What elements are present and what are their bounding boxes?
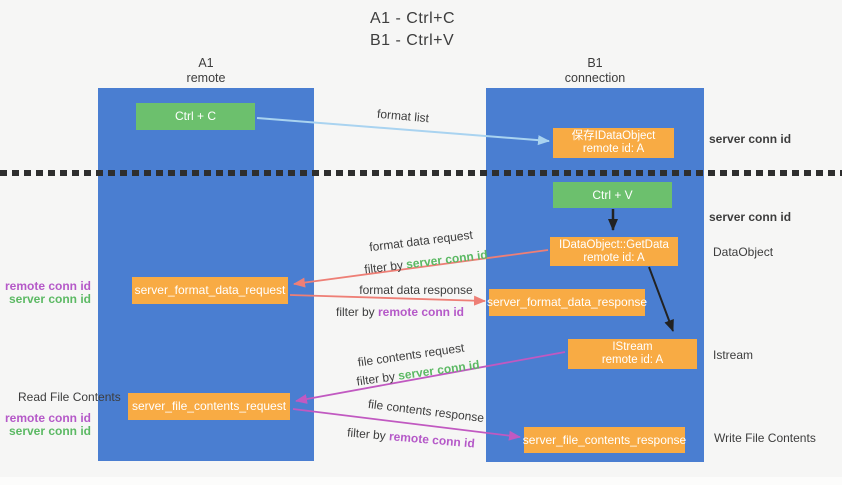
server-file-contents-request-label: server_file_contents_request	[131, 399, 287, 413]
istream-node: IStream remote id: A	[568, 339, 697, 369]
column-b-title: B1	[587, 56, 603, 70]
save-dataobject-line2: remote id: A	[582, 143, 645, 155]
server-conn-id-label: server conn id	[8, 292, 91, 306]
ctrl-v-node: Ctrl + V	[553, 182, 672, 208]
write-file-contents-label: Write File Contents	[714, 431, 816, 445]
format-conn-id-pair: remote conn id server conn id	[5, 280, 91, 306]
remote-conn-id-keyword: remote conn id	[378, 305, 465, 319]
format-data-response-filter-label: filter by remote conn id	[336, 305, 464, 319]
column-b-header: B1 connection	[565, 56, 625, 86]
format-list-label: format list	[376, 106, 430, 126]
column-a-header: A1 remote	[187, 56, 226, 86]
remote-conn-id-label: remote conn id	[4, 279, 91, 293]
file-contents-response-label: file contents response	[367, 396, 485, 426]
column-b-subtitle: connection	[564, 71, 626, 85]
istream-side-label: Istream	[713, 348, 754, 362]
filter-by-prefix: filter by	[346, 425, 390, 444]
server-format-data-request-node: server_format_data_request	[132, 277, 288, 304]
column-a-subtitle: remote	[186, 71, 226, 85]
remote-conn-id-label: remote conn id	[4, 411, 91, 425]
ctrl-c-label: Ctrl + C	[174, 109, 216, 123]
filter-by-prefix: filter by	[355, 368, 400, 389]
server-file-contents-request-node: server_file_contents_request	[128, 393, 290, 420]
ctrl-v-label: Ctrl + V	[592, 187, 633, 202]
server-conn-id-label: server conn id	[8, 424, 91, 438]
ctrl-c-node: Ctrl + C	[136, 103, 255, 130]
title-line-1: A1 - Ctrl+C	[370, 10, 456, 27]
server-conn-id-label-top-right: server conn id	[709, 132, 792, 146]
title-line-2: B1 - Ctrl+V	[370, 32, 455, 49]
save-dataobject-line1: 保存IDataObject	[571, 130, 656, 142]
server-conn-id-keyword: server conn id	[405, 247, 489, 272]
file-contents-response-filter-label: filter by remote conn id	[347, 425, 476, 450]
server-file-contents-response-node: server_file_contents_response	[522, 427, 687, 453]
server-conn-id-label-mid-right: server conn id	[709, 210, 792, 224]
getdata-line1: IDataObject::GetData	[559, 238, 669, 251]
filter-by-prefix: filter by	[363, 257, 407, 277]
read-file-contents-label: Read File Contents	[18, 390, 121, 404]
column-a-title: A1	[198, 56, 214, 70]
file-conn-id-pair: remote conn id server conn id	[5, 412, 91, 438]
server-file-contents-response-label: server_file_contents_response	[522, 432, 687, 447]
getdata-node: IDataObject::GetData remote id: A	[550, 237, 678, 266]
istream-line2: remote id: A	[601, 354, 664, 366]
diagram-title: A1 - Ctrl+C B1 - Ctrl+V	[370, 8, 455, 52]
dashed-separator	[0, 170, 842, 176]
server-format-data-response-node: server_format_data_response	[486, 289, 648, 316]
server-format-data-request-label: server_format_data_request	[134, 283, 286, 297]
dataobject-label: DataObject	[713, 245, 774, 259]
remote-conn-id-keyword: remote conn id	[388, 429, 476, 451]
server-format-data-response-label: server_format_data_response	[486, 295, 648, 309]
bottom-strip	[0, 477, 842, 485]
filter-by-prefix: filter by	[335, 305, 378, 319]
getdata-line2: remote id: A	[583, 251, 645, 264]
istream-line1: IStream	[612, 341, 653, 353]
save-dataobject-node: 保存IDataObject remote id: A	[553, 128, 674, 158]
format-data-response-label: format data response	[359, 283, 473, 297]
